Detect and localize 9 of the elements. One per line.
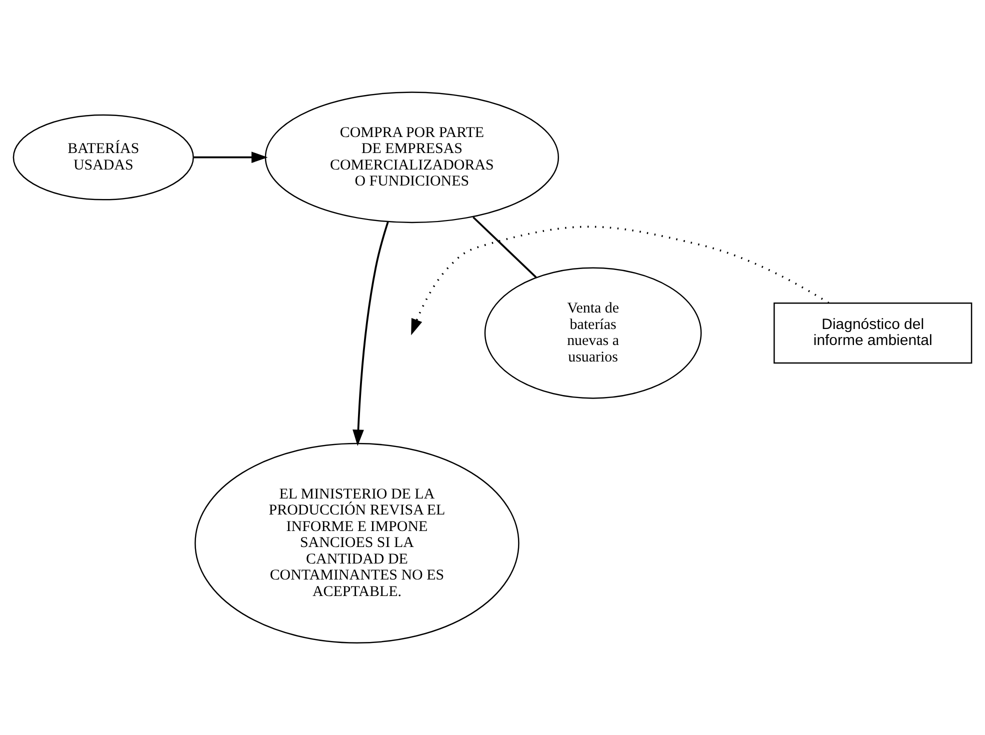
node-ellipse: Venta de baterías nuevas a usuarios (484, 267, 702, 399)
node-box: Diagnóstico del informe ambiental (774, 302, 972, 364)
arrow (194, 152, 268, 164)
node-ellipse: EL MINISTERIO DE LA PRODUCCIÓN REVISA EL INFORME E IMPONE SANCIOES SI LA CANTIDAD DE CONTAMINANTES NO ES ACEPTABLE. (194, 442, 520, 644)
node-ellipse: COMPRA POR PARTE DE EMPRESAS COMERCIALIZADORAS O FUNDICIONES (264, 92, 560, 224)
connector (472, 216, 537, 278)
arrow (411, 226, 830, 336)
arrow (352, 222, 389, 446)
node-ellipse: BATERÍAS USADAS (12, 114, 194, 200)
